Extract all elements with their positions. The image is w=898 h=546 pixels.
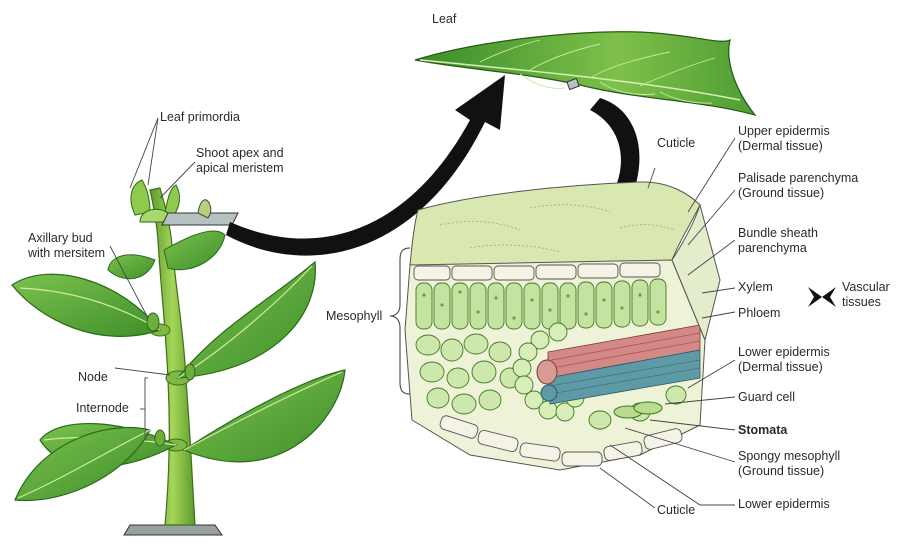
label-spongy-line2: (Ground tissue)	[738, 464, 840, 479]
label-upper-epidermis: Upper epidermis (Dermal tissue)	[738, 124, 830, 154]
label-shoot-apex: Shoot apex and apical meristem	[196, 146, 284, 176]
leaf-cross-section	[405, 182, 720, 470]
leaf-right-low	[184, 370, 345, 462]
axillary-bud	[147, 313, 159, 331]
label-stomata: Stomata	[738, 423, 787, 438]
label-guard-cell: Guard cell	[738, 390, 795, 405]
label-bundle-sheath-line1: Bundle sheath	[738, 226, 818, 241]
label-palisade-line1: Palisade parenchyma	[738, 171, 858, 186]
label-spongy-line1: Spongy mesophyll	[738, 449, 840, 464]
phloem-cells	[541, 385, 557, 401]
label-leaf: Leaf	[432, 12, 456, 27]
xylem-cells	[537, 360, 557, 384]
label-lower-epidermis-dermal-line1: Lower epidermis	[738, 345, 830, 360]
label-spongy-mesophyll: Spongy mesophyll (Ground tissue)	[738, 449, 840, 479]
label-vascular-tissues: Vascular tissues	[842, 280, 890, 310]
label-mesophyll: Mesophyll	[326, 309, 382, 324]
label-lower-epidermis-dermal: Lower epidermis (Dermal tissue)	[738, 345, 830, 375]
label-axillary-bud: Axillary bud with mersitem	[28, 231, 105, 261]
label-lower-epidermis-dermal-line2: (Dermal tissue)	[738, 360, 830, 375]
label-upper-epidermis-line1: Upper epidermis	[738, 124, 830, 139]
label-bundle-sheath-line2: parenchyma	[738, 241, 818, 256]
apex-cut-plane	[162, 213, 238, 225]
axillary-bud-3	[155, 430, 165, 446]
label-upper-epidermis-line2: (Dermal tissue)	[738, 139, 830, 154]
label-node: Node	[78, 370, 108, 385]
leaf-primordium-left	[131, 180, 150, 215]
label-vascular-line1: Vascular	[842, 280, 890, 295]
guard-cell-2	[634, 402, 662, 414]
vascular-chevron-left	[808, 287, 822, 307]
leaf-right-mid	[178, 262, 315, 378]
axillary-bud-2	[185, 364, 195, 380]
upper-surface	[410, 182, 700, 267]
leaf-upper-left	[108, 255, 155, 279]
leaf-upper-right	[164, 231, 225, 270]
label-palisade: Palisade parenchyma (Ground tissue)	[738, 171, 858, 201]
label-leaf-primordia: Leaf primordia	[160, 110, 240, 125]
label-lower-epidermis: Lower epidermis	[738, 497, 830, 512]
label-axillary-line1: Axillary bud	[28, 231, 105, 246]
leaf-left-mid	[12, 274, 160, 336]
label-axillary-line2: with mersitem	[28, 246, 105, 261]
label-internode: Internode	[76, 401, 129, 416]
label-palisade-line2: (Ground tissue)	[738, 186, 858, 201]
label-shoot-apex-line2: apical meristem	[196, 161, 284, 176]
label-bundle-sheath: Bundle sheath parenchyma	[738, 226, 818, 256]
label-cuticle-top: Cuticle	[657, 136, 695, 151]
stem-base-cut	[124, 525, 222, 535]
label-cuticle-bottom: Cuticle	[657, 503, 695, 518]
label-shoot-apex-line1: Shoot apex and	[196, 146, 284, 161]
label-vascular-line2: tissues	[842, 295, 890, 310]
label-xylem: Xylem	[738, 280, 773, 295]
vascular-chevron-right	[822, 287, 836, 307]
label-phloem: Phloem	[738, 306, 780, 321]
